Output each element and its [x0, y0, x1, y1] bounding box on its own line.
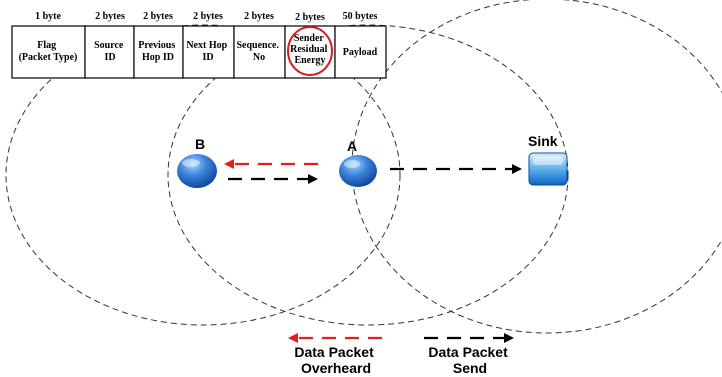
- sink-node: Sink: [528, 133, 568, 186]
- node-b-label: B: [195, 136, 205, 152]
- node-a-shine: [344, 160, 360, 168]
- packet-format-table: 1 byte 2 bytes 2 bytes 2 bytes 2 bytes 2…: [11, 11, 387, 79]
- field-labels: Flag (Packet Type) Source ID Previous Ho…: [19, 33, 378, 66]
- node-a: A: [339, 138, 377, 187]
- byte-size-row: 1 byte 2 bytes 2 bytes 2 bytes 2 bytes 2…: [35, 11, 377, 23]
- legend-send-label: Data Packet Send: [428, 344, 511, 376]
- cell-source-id: [84, 25, 135, 79]
- size-flag: 1 byte: [35, 11, 61, 22]
- node-b-icon: [177, 154, 217, 188]
- cell-flag: [11, 25, 86, 79]
- field-cells: [11, 25, 387, 79]
- size-previous-hop-id: 2 bytes: [143, 11, 173, 22]
- node-a-label: A: [347, 138, 357, 154]
- field-flag: Flag (Packet Type): [19, 40, 78, 63]
- size-payload: 50 bytes: [343, 11, 378, 22]
- node-a-icon: [339, 155, 377, 187]
- field-next-hop-id: Next Hop ID: [186, 40, 229, 63]
- cell-previous-hop-id: [133, 25, 184, 79]
- range-circle-sink: [351, 0, 722, 334]
- cell-payload: [334, 25, 387, 79]
- packet-arrows: [224, 159, 522, 184]
- cell-next-hop-id: [182, 25, 235, 79]
- legend: Data Packet Overheard Data Packet Send: [288, 333, 514, 376]
- sink-label: Sink: [528, 133, 558, 149]
- residual-energy-highlight-circle: [287, 26, 333, 76]
- node-b: B: [177, 136, 217, 188]
- size-source-id: 2 bytes: [95, 11, 125, 22]
- size-sequence-no: 2 bytes: [244, 11, 274, 22]
- legend-overheard-label: Data Packet Overheard: [294, 344, 377, 376]
- range-circle-a: [167, 24, 569, 326]
- size-next-hop-id: 2 bytes: [193, 11, 223, 22]
- sink-shine: [533, 156, 563, 165]
- range-circles: [5, 0, 722, 334]
- field-previous-hop-id: Previous Hop ID: [138, 40, 178, 63]
- field-sequence-no: Sequence. No: [237, 40, 282, 63]
- node-b-shine: [182, 159, 200, 167]
- field-residual-energy: Sender Residual Energy: [290, 33, 330, 66]
- field-payload: Payload: [343, 47, 378, 58]
- range-circle-b: [5, 24, 401, 326]
- field-source-id: Source ID: [94, 40, 126, 63]
- size-residual-energy: 2 bytes: [295, 12, 325, 23]
